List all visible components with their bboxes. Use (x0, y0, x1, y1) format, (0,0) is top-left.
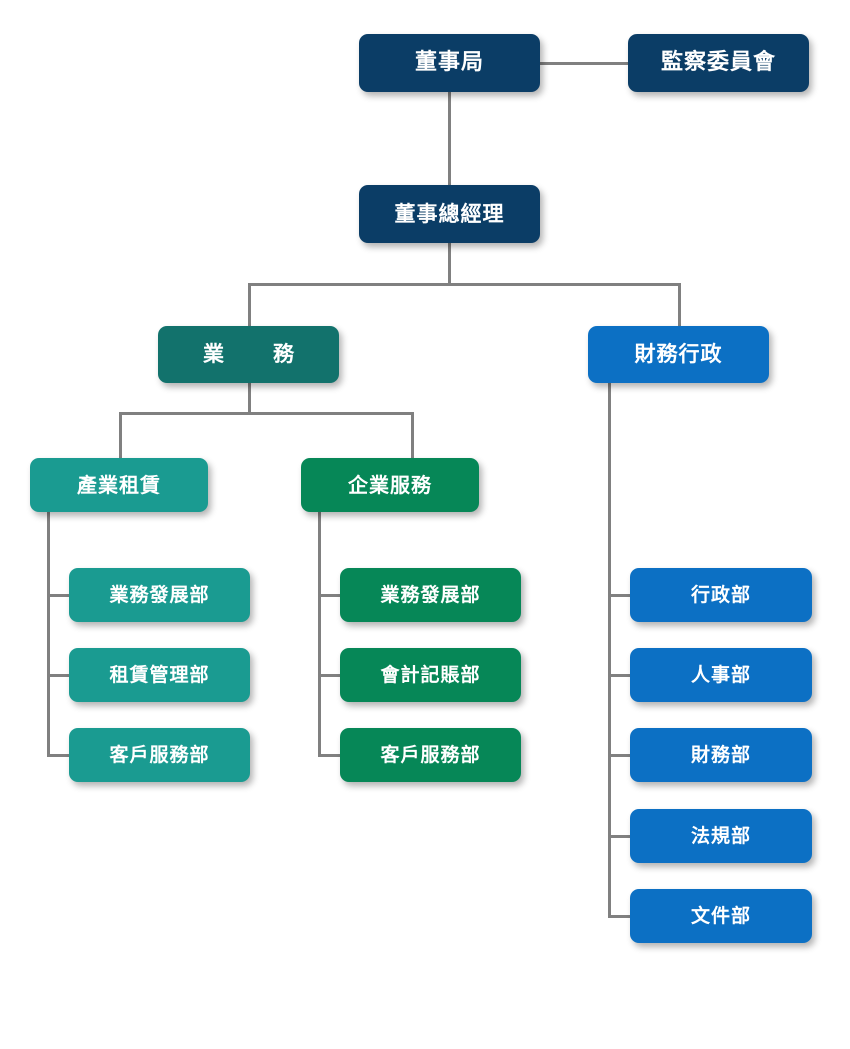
connector-finance-spine (608, 382, 611, 916)
connector-finance-stub-1 (608, 594, 632, 597)
connector-board-md (448, 92, 451, 188)
node-department[interactable]: 業務發展部 (69, 568, 250, 622)
node-board[interactable]: 董事局 (359, 34, 540, 92)
node-department[interactable]: 客戶服務部 (340, 728, 521, 782)
connector-industrial-stub-2 (47, 674, 71, 677)
connector-subunit-busbar (119, 412, 414, 415)
connector-finance-stub-2 (608, 674, 632, 677)
node-managing-director[interactable]: 董事總經理 (359, 185, 540, 243)
node-department[interactable]: 會計記賬部 (340, 648, 521, 702)
connector-industrial-stub-3 (47, 754, 71, 757)
connector-finance-stub-4 (608, 835, 632, 838)
node-finance-admin-division[interactable]: 財務行政 (588, 326, 769, 383)
node-industrial-leasing[interactable]: 產業租賃 (30, 458, 208, 512)
connector-busbar-finance (678, 283, 681, 328)
node-department[interactable]: 業務發展部 (340, 568, 521, 622)
connector-board-supervisory (540, 62, 630, 65)
node-department[interactable]: 文件部 (630, 889, 812, 943)
connector-enterprise-stub-3 (318, 754, 342, 757)
node-supervisory-committee[interactable]: 監察委員會 (628, 34, 809, 92)
node-department[interactable]: 人事部 (630, 648, 812, 702)
connector-busbar-industrial (119, 412, 122, 458)
connector-finance-stub-3 (608, 754, 632, 757)
node-business-division[interactable]: 業 務 (158, 326, 339, 383)
node-department[interactable]: 租賃管理部 (69, 648, 250, 702)
connector-enterprise-stub-1 (318, 594, 342, 597)
node-department[interactable]: 行政部 (630, 568, 812, 622)
node-department[interactable]: 客戶服務部 (69, 728, 250, 782)
connector-md-down (448, 242, 451, 285)
connector-busbar-enterprise (411, 412, 414, 458)
connector-business-down (248, 382, 251, 414)
node-department[interactable]: 法規部 (630, 809, 812, 863)
node-department[interactable]: 財務部 (630, 728, 812, 782)
connector-enterprise-stub-2 (318, 674, 342, 677)
connector-industrial-spine (47, 512, 50, 756)
connector-division-busbar (248, 283, 680, 286)
connector-industrial-stub-1 (47, 594, 71, 597)
connector-enterprise-spine (318, 512, 321, 756)
connector-busbar-business (248, 283, 251, 328)
connector-finance-stub-5 (608, 915, 632, 918)
node-enterprise-service[interactable]: 企業服務 (301, 458, 479, 512)
